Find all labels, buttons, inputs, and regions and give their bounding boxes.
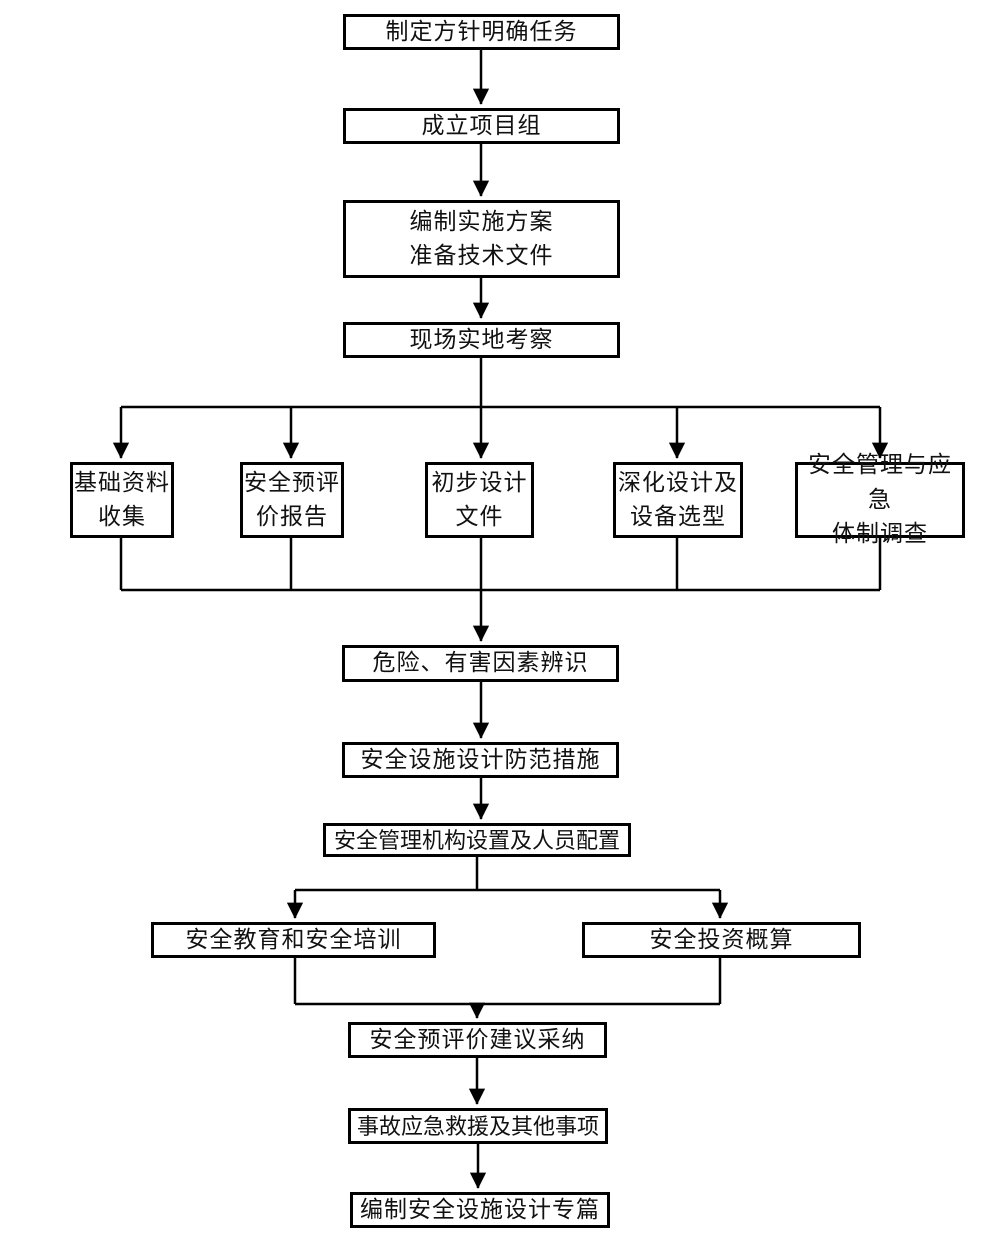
- node-detailed-design-equipment-selection: 深化设计及 设备选型: [613, 462, 743, 538]
- node-define-policy-task: 制定方针明确任务: [343, 14, 620, 50]
- node-safety-management-emergency-system-survey: 安全管理与应急 体制调查: [795, 452, 965, 546]
- node-safety-org-and-staffing: 安全管理机构设置及人员配置: [323, 823, 631, 857]
- node-safety-education-training: 安全教育和安全培训: [151, 922, 436, 958]
- node-compile-safety-facility-design-chapter: 编制安全设施设计专篇: [350, 1192, 610, 1228]
- node-accident-emergency-rescue-other-matters: 事故应急救援及其他事项: [348, 1108, 608, 1144]
- node-prepare-plan-documents: 编制实施方案 准备技术文件: [343, 200, 620, 278]
- node-pre-evaluation-suggestion-adoption: 安全预评价建议采纳: [348, 1022, 607, 1058]
- node-hazard-factor-identification: 危险、有害因素辨识: [342, 645, 619, 682]
- node-safety-investment-estimate: 安全投资概算: [582, 922, 861, 958]
- node-establish-project-team: 成立项目组: [343, 108, 620, 144]
- node-safety-facility-design-measures: 安全设施设计防范措施: [342, 742, 619, 778]
- node-pre-evaluation-report: 安全预评 价报告: [240, 462, 344, 538]
- node-site-investigation: 现场实地考察: [343, 322, 620, 358]
- node-preliminary-design-documents: 初步设计 文件: [425, 462, 534, 538]
- node-basic-data-collection: 基础资料 收集: [70, 462, 174, 538]
